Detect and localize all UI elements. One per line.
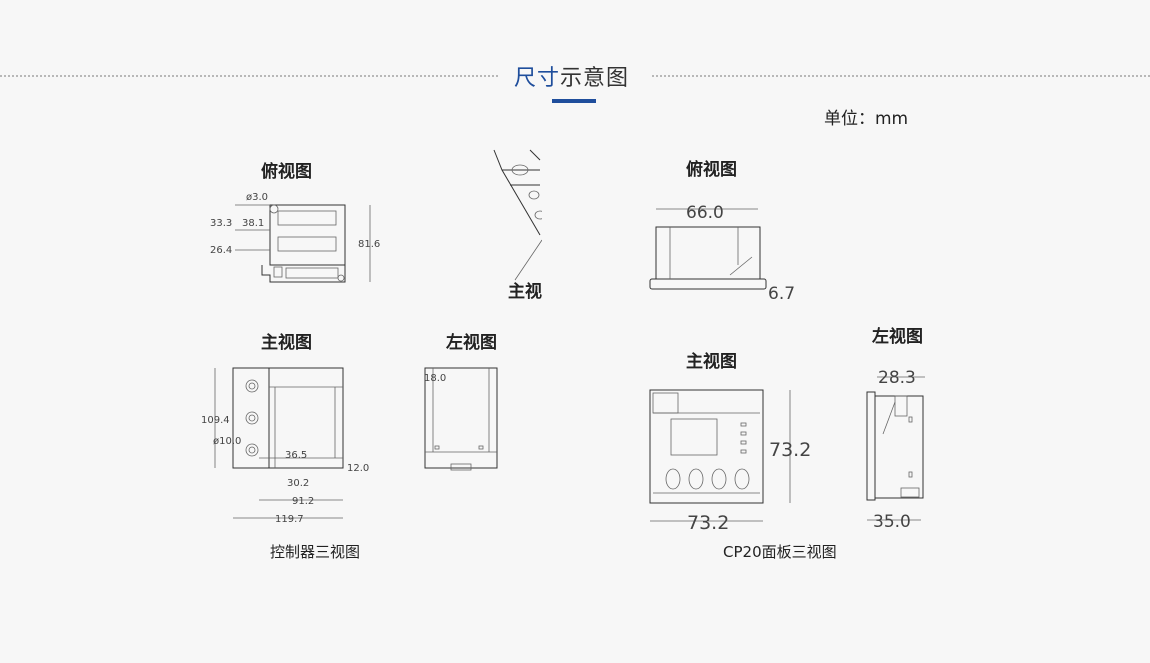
dim-28-3: 28.3 xyxy=(878,368,916,388)
dim-33-3: 33.3 xyxy=(210,218,232,229)
panel-top-view-label: 俯视图 xyxy=(686,160,737,180)
controller-top-view-label: 俯视图 xyxy=(261,162,312,182)
title-rest: 示意图 xyxy=(560,66,630,91)
dim-81-6: 81.6 xyxy=(358,239,380,250)
controller-front-view-label: 主视图 xyxy=(261,333,312,353)
controller-left-view-drawing: 18.0 xyxy=(424,367,498,471)
top-view-body xyxy=(235,204,346,283)
dim-109-4: 109.4 xyxy=(201,415,230,426)
dim-36-5: 36.5 xyxy=(285,450,307,461)
unit-label: 单位：mm xyxy=(824,109,909,129)
controller-left-view-label: 左视图 xyxy=(446,333,497,353)
divider-left xyxy=(0,75,498,77)
panel-front-view-drawing: 73.2 73.2 xyxy=(649,389,811,534)
dim-18-0: 18.0 xyxy=(424,373,446,384)
dim-73-2-width: 73.2 xyxy=(687,512,729,534)
title-underline xyxy=(552,99,596,103)
dim-66-0: 66.0 xyxy=(686,203,724,223)
dim-91-2: 91.2 xyxy=(292,496,314,507)
dim-73-2-height: 73.2 xyxy=(769,439,811,461)
perspective-fragment xyxy=(493,149,542,281)
dim-119-7: 119.7 xyxy=(275,514,304,525)
controller-top-view-drawing: ø3.0 33.3 38.1 26.4 81.6 xyxy=(210,192,380,283)
front-view-body xyxy=(232,367,344,469)
panel-left-view-drawing: 28.3 35.0 xyxy=(866,368,925,530)
panel-caption: CP20面板三视图 xyxy=(723,543,837,561)
title-highlight: 尺寸 xyxy=(514,66,561,91)
dim-12-0: 12.0 xyxy=(347,463,369,474)
divider-right xyxy=(652,75,1150,77)
dim-26-4: 26.4 xyxy=(210,245,232,256)
dim-35-0: 35.0 xyxy=(873,512,911,530)
dim-30-2: 30.2 xyxy=(287,478,309,489)
page-title: 尺寸示意图 xyxy=(514,60,629,92)
dim-hole-10: ø10.0 xyxy=(213,436,241,447)
panel-left-view-label: 左视图 xyxy=(872,327,923,347)
panel-front-view-label: 主视图 xyxy=(686,352,737,372)
dim-6-7: 6.7 xyxy=(768,284,795,304)
controller-caption: 控制器三视图 xyxy=(270,543,361,561)
dim-38-1: 38.1 xyxy=(242,218,264,229)
dim-hole: ø3.0 xyxy=(246,192,268,203)
fragment-label: 主视 xyxy=(508,282,542,302)
controller-front-view-drawing: 109.4 ø10.0 36.5 30.2 12.0 91.2 119.7 xyxy=(201,367,369,525)
panel-top-view-drawing: 66.0 6.7 xyxy=(649,203,795,304)
